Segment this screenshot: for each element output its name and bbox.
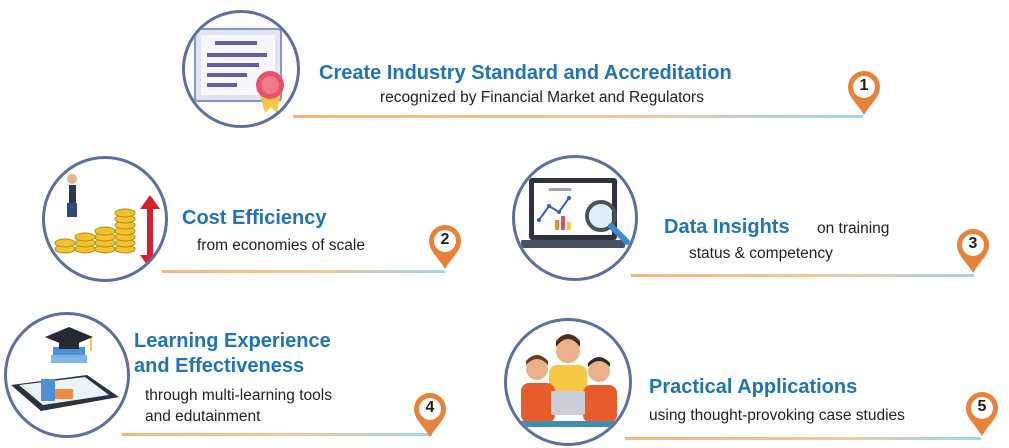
underline-3 [631, 274, 974, 277]
laptop-analytics-icon [512, 155, 638, 281]
item-subtitle-1: recognized by Financial Market and Regul… [380, 89, 704, 106]
underline-2 [162, 270, 445, 273]
certificate-icon [182, 10, 300, 128]
underline-1 [293, 115, 863, 118]
item-title-4-line1: Learning Experience [134, 330, 331, 352]
underline-4 [122, 433, 432, 436]
number-pin-1: 1 [846, 70, 882, 116]
item-title-3: Data Insights [664, 216, 790, 238]
number-pin-3: 3 [955, 228, 991, 274]
item-subtitle-2: from economies of scale [197, 237, 365, 254]
item-title-5: Practical Applications [649, 376, 858, 398]
item-subtitle-4-line1: through multi-learning tools [145, 387, 332, 404]
item-title-2: Cost Efficiency [182, 207, 327, 229]
coins-stairs-icon [42, 156, 168, 282]
team-laptop-icon [504, 318, 632, 446]
item-subtitle-3: status & competency [689, 245, 833, 262]
item-title-1: Create Industry Standard and Accreditati… [319, 62, 732, 84]
number-pin-2: 2 [427, 224, 463, 270]
tablet-graduation-icon [4, 312, 130, 438]
number-pin-4: 4 [412, 392, 448, 438]
item-subtitle-5: using thought-provoking case studies [649, 407, 905, 424]
item-subtitle-4-line2: and edutainment [145, 408, 261, 425]
number-pin-5: 5 [964, 391, 1000, 437]
item-title-3-suffix: on training [817, 220, 890, 237]
item-title-4-line2: and Effectiveness [134, 355, 305, 377]
underline-5 [625, 437, 981, 440]
